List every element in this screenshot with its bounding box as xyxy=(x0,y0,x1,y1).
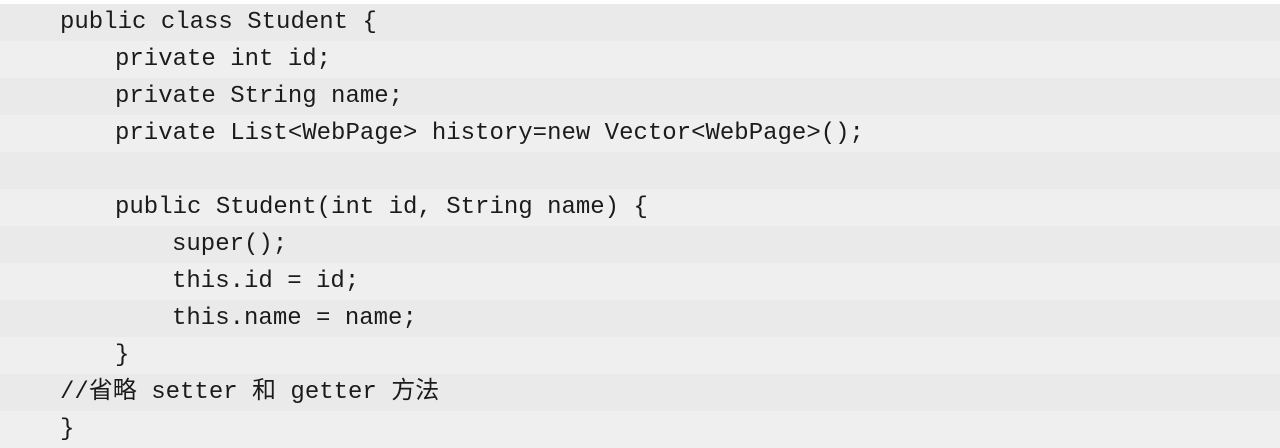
code-line-class-close: } xyxy=(0,411,1280,448)
code-line-class-declaration: public class Student { xyxy=(0,4,1280,41)
code-line-constructor: public Student(int id, String name) { xyxy=(0,189,1280,226)
code-line-field-history: private List<WebPage> history=new Vector… xyxy=(0,115,1280,152)
code-line-super-call: super(); xyxy=(0,226,1280,263)
code-line-assign-id: this.id = id; xyxy=(0,263,1280,300)
code-line-assign-name: this.name = name; xyxy=(0,300,1280,337)
code-line-field-id: private int id; xyxy=(0,41,1280,78)
code-line-field-name: private String name; xyxy=(0,78,1280,115)
code-line-constructor-close: } xyxy=(0,337,1280,374)
code-line-blank xyxy=(0,152,1280,189)
code-line-comment: //省略 setter 和 getter 方法 xyxy=(0,374,1280,411)
